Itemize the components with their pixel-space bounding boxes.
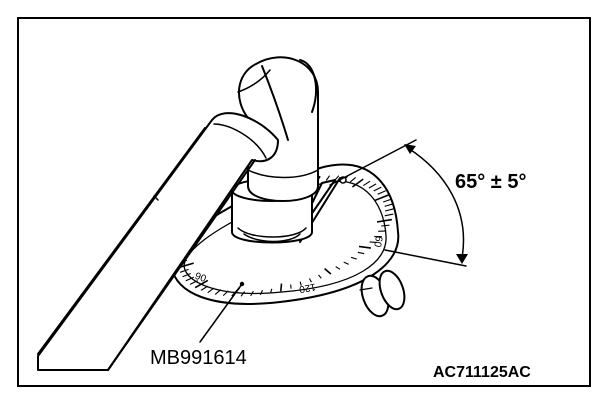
dial-tick bbox=[259, 289, 264, 296]
dial-tick bbox=[182, 272, 191, 278]
dial-tick bbox=[189, 280, 198, 285]
dial-tick bbox=[381, 224, 390, 227]
dial-tick bbox=[318, 274, 322, 279]
dial-number-right: 60 bbox=[371, 235, 384, 248]
dial-tick bbox=[324, 267, 332, 275]
angle-label: 65° ± 5° bbox=[455, 171, 526, 193]
dial-tick bbox=[207, 287, 215, 294]
dial-tick bbox=[269, 288, 273, 294]
dial-tick bbox=[349, 176, 357, 183]
dial-tick bbox=[351, 178, 364, 188]
wrench-handle bbox=[37, 112, 279, 371]
tool-leader-line bbox=[199, 283, 243, 343]
dial-tick bbox=[250, 290, 254, 297]
dial-tick bbox=[335, 266, 341, 270]
dial-tick bbox=[383, 198, 392, 203]
dial-tick bbox=[363, 180, 371, 187]
tool-label: MB991614 bbox=[150, 347, 247, 369]
dial-lock-knob bbox=[359, 269, 406, 318]
dial-tick bbox=[358, 245, 372, 249]
dial-tick bbox=[299, 281, 302, 286]
dial-tick bbox=[384, 213, 394, 217]
angle-indicator bbox=[329, 139, 468, 267]
dial-tick bbox=[308, 278, 312, 283]
dial-tick bbox=[325, 175, 331, 181]
dial-tick bbox=[280, 283, 283, 292]
dial-tick bbox=[240, 291, 246, 297]
dial-tick bbox=[200, 285, 209, 291]
dial-tick bbox=[384, 203, 394, 207]
dial-tick bbox=[343, 261, 349, 265]
dial-tick bbox=[350, 256, 357, 260]
dial-tick bbox=[369, 241, 377, 243]
wrench-head bbox=[237, 56, 319, 202]
dial-tick bbox=[377, 190, 386, 195]
dial-tick bbox=[357, 251, 365, 255]
dial-tick bbox=[376, 218, 393, 223]
dial-tick bbox=[222, 290, 229, 297]
figure-code: AC711125AC bbox=[433, 364, 531, 381]
dial-number-left: 90 bbox=[193, 271, 208, 285]
dial-tick bbox=[214, 289, 222, 295]
dial-tick bbox=[179, 268, 189, 273]
dial-tick bbox=[373, 186, 382, 192]
dial-tick bbox=[384, 208, 394, 212]
dial-number-middle: 120 bbox=[298, 281, 317, 295]
dial-tick bbox=[185, 276, 195, 282]
dial-tick bbox=[194, 279, 209, 289]
dial-tick bbox=[374, 193, 390, 202]
dial-tick bbox=[368, 183, 377, 189]
tool-leader-dot bbox=[239, 281, 245, 287]
arrowhead-top bbox=[404, 144, 416, 154]
arrowhead-bottom bbox=[456, 254, 468, 264]
figure-frame bbox=[17, 17, 591, 387]
